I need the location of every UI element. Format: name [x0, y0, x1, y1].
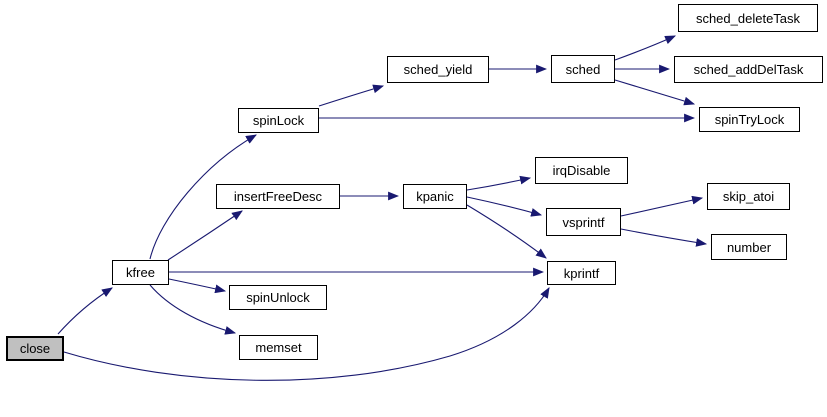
graph-node-label: spinUnlock — [246, 290, 310, 305]
edge-kfree-to-insertFreeDesc — [167, 210, 243, 261]
graph-node-number[interactable]: number — [711, 234, 787, 260]
edge-kpanic-to-irqDisable — [466, 175, 532, 191]
graph-node-kfree[interactable]: kfree — [112, 260, 169, 285]
graph-node-skip_atoi[interactable]: skip_atoi — [707, 183, 790, 210]
graph-node-spinTryLock[interactable]: spinTryLock — [699, 107, 800, 132]
graph-node-close: close — [6, 336, 64, 361]
graph-node-sched_deleteTask[interactable]: sched_deleteTask — [678, 4, 818, 32]
edge-kpanic-to-vsprintf — [466, 196, 543, 217]
graph-node-label: spinLock — [252, 113, 305, 128]
graph-node-sched[interactable]: sched — [551, 55, 615, 83]
graph-node-kprintf[interactable]: kprintf — [547, 261, 616, 285]
graph-node-label: kfree — [126, 265, 155, 280]
graph-node-label: vsprintf — [562, 214, 605, 230]
graph-node-label: close — [19, 341, 51, 356]
graph-node-label: sched_yield — [403, 62, 473, 77]
edge-close-to-kfree — [57, 287, 113, 335]
edge-kfree-to-spinLock — [149, 134, 257, 260]
graph-node-label: number — [726, 239, 772, 255]
graph-node-label: insertFreeDesc — [233, 189, 323, 204]
graph-node-label: memset — [255, 340, 302, 355]
graph-node-memset[interactable]: memset — [239, 335, 318, 360]
edge-spinLock-to-sched_yield — [318, 84, 385, 107]
graph-node-label: irqDisable — [552, 163, 611, 178]
edge-sched-to-spinTryLock — [614, 79, 696, 106]
edge-sched-to-sched_deleteTask — [614, 35, 677, 61]
graph-node-label: sched_addDelTask — [693, 62, 804, 77]
graph-node-vsprintf[interactable]: vsprintf — [546, 208, 621, 236]
edge-kfree-to-memset — [149, 284, 237, 335]
graph-node-label: spinTryLock — [714, 112, 785, 127]
graph-node-insertFreeDesc[interactable]: insertFreeDesc — [216, 184, 340, 209]
edge-vsprintf-to-number — [620, 228, 708, 247]
edge-kfree-to-spinUnlock — [168, 278, 227, 294]
graph-node-kpanic[interactable]: kpanic — [403, 184, 467, 209]
graph-node-spinUnlock[interactable]: spinUnlock — [229, 285, 327, 310]
graph-node-label: sched — [565, 61, 601, 77]
edge-close-to-kprintf — [63, 287, 550, 381]
graph-node-sched_addDelTask[interactable]: sched_addDelTask — [674, 56, 823, 83]
graph-node-sched_yield[interactable]: sched_yield — [387, 56, 489, 83]
graph-node-label: sched_deleteTask — [695, 10, 801, 26]
graph-node-label: kprintf — [563, 265, 600, 281]
graph-node-label: skip_atoi — [722, 189, 775, 204]
edge-vsprintf-to-skip_atoi — [620, 195, 704, 217]
graph-node-label: kpanic — [416, 189, 454, 204]
graph-node-irqDisable[interactable]: irqDisable — [535, 157, 628, 184]
edge-kpanic-to-kprintf — [466, 204, 547, 259]
graph-node-spinLock[interactable]: spinLock — [238, 108, 319, 133]
